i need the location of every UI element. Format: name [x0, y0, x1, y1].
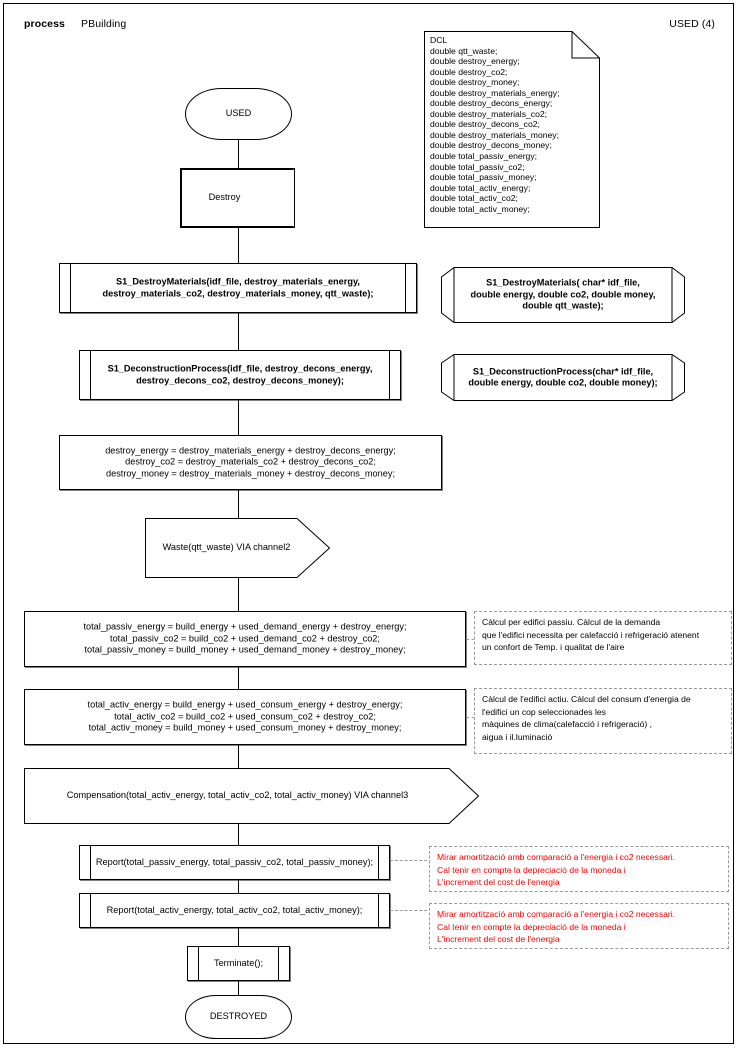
- header-state-label: USED (4): [669, 18, 715, 30]
- task-total-passiv-label: total_passiv_energy = build_energy + use…: [83, 621, 407, 655]
- comment-link-report-passiv: [390, 860, 432, 861]
- task-destroy-totals-label: destroy_energy = destroy_materials_energ…: [105, 445, 396, 479]
- comment-passiv: Càlcul per edifici passiu. Càlcul de la …: [474, 611, 732, 665]
- procedure-destroy-materials[interactable]: S1_DestroyMaterials( char* idf_file, dou…: [441, 267, 685, 323]
- comment-link-activ: [466, 717, 480, 718]
- send-signal-waste-label: Waste(qtt_waste) VIA channel2: [162, 542, 291, 553]
- task-total-activ-label: total_activ_energy = build_energy + used…: [87, 699, 403, 733]
- task-destroy-totals[interactable]: destroy_energy = destroy_materials_energ…: [59, 435, 442, 490]
- send-signal-shape: [24, 768, 479, 824]
- connector-report2-to-terminate: [238, 928, 239, 946]
- comment-report-passiv: Mirar amortització amb comparació a l'en…: [429, 846, 729, 892]
- connector-compensation-to-report1: [238, 824, 239, 845]
- diagram-border: [3, 3, 734, 1044]
- send-signal-compensation-label: Compensation(total_activ_energy, total_a…: [66, 790, 409, 801]
- declaration-note-text: DCL double qtt_waste; double destroy_ene…: [430, 35, 560, 214]
- procedure-destroy-materials-label: S1_DestroyMaterials( char* idf_file, dou…: [470, 277, 656, 311]
- state-used[interactable]: USED: [185, 88, 292, 140]
- comment-link-passiv: [466, 639, 480, 640]
- connector-activ-to-compensation: [238, 745, 239, 768]
- header-keyword: process: [24, 18, 65, 30]
- state-destroyed-label: DESTROYED: [209, 1011, 268, 1022]
- receive-signal-destroy[interactable]: Destroy: [180, 168, 295, 228]
- procedure-outline-icon: [441, 267, 685, 323]
- declaration-note: DCL double qtt_waste; double destroy_ene…: [424, 31, 600, 228]
- receive-signal-label: Destroy: [208, 192, 241, 203]
- send-arrow-icon: [145, 518, 330, 578]
- state-used-label: USED: [225, 108, 252, 119]
- comment-activ: Càlcul de l'edifici actiu. Càlcul del co…: [474, 688, 732, 754]
- call-destroy-materials-label: S1_DestroyMaterials(idf_file, destroy_ma…: [102, 276, 374, 298]
- call-deconstruction-process[interactable]: S1_DeconstructionProcess(idf_file, destr…: [79, 350, 401, 400]
- state-destroyed[interactable]: DESTROYED: [185, 995, 292, 1039]
- comment-link-report-activ: [390, 910, 432, 911]
- call-terminate[interactable]: Terminate();: [187, 946, 290, 981]
- call-report-activ-label: Report(total_activ_energy, total_activ_c…: [106, 904, 363, 915]
- header-process-name: PBuilding: [81, 18, 127, 30]
- send-signal-shape: [145, 518, 330, 578]
- connector-terminate-to-destroyed: [238, 981, 239, 995]
- call-report-activ[interactable]: Report(total_activ_energy, total_activ_c…: [79, 893, 390, 928]
- send-signal-waste[interactable]: Waste(qtt_waste) VIA channel2: [145, 518, 330, 578]
- connector-report1-to-report2: [238, 880, 239, 893]
- task-total-passiv[interactable]: total_passiv_energy = build_energy + use…: [24, 611, 466, 667]
- task-total-activ[interactable]: total_activ_energy = build_energy + used…: [24, 689, 466, 745]
- call-terminate-label: Terminate();: [213, 957, 263, 968]
- connector-used-to-destroy: [238, 140, 239, 168]
- procedure-deconstruction-process-label: S1_DeconstructionProcess(char* idf_file,…: [468, 365, 658, 388]
- send-signal-compensation[interactable]: Compensation(total_activ_energy, total_a…: [24, 768, 479, 824]
- connector-call1-to-call2: [238, 313, 239, 350]
- connector-task1-to-send-waste: [238, 490, 239, 518]
- procedure-outline-icon: [441, 354, 685, 401]
- connector-destroy-to-call1: [238, 228, 239, 263]
- connector-call2-to-task1: [238, 400, 239, 435]
- connector-waste-to-task-passiv: [238, 578, 239, 611]
- call-report-passiv-label: Report(total_passiv_energy, total_passiv…: [95, 856, 374, 867]
- send-arrow-icon: [24, 768, 479, 824]
- comment-report-activ: Mirar amortització amb comparació a l'en…: [429, 903, 729, 949]
- procedure-deconstruction-process[interactable]: S1_DeconstructionProcess(char* idf_file,…: [441, 354, 685, 401]
- call-destroy-materials[interactable]: S1_DestroyMaterials(idf_file, destroy_ma…: [59, 263, 417, 313]
- call-report-passiv[interactable]: Report(total_passiv_energy, total_passiv…: [79, 845, 390, 880]
- call-deconstruction-process-label: S1_DeconstructionProcess(idf_file, destr…: [107, 363, 373, 385]
- connector-passiv-to-activ: [238, 667, 239, 689]
- note-outline-icon: [424, 31, 600, 228]
